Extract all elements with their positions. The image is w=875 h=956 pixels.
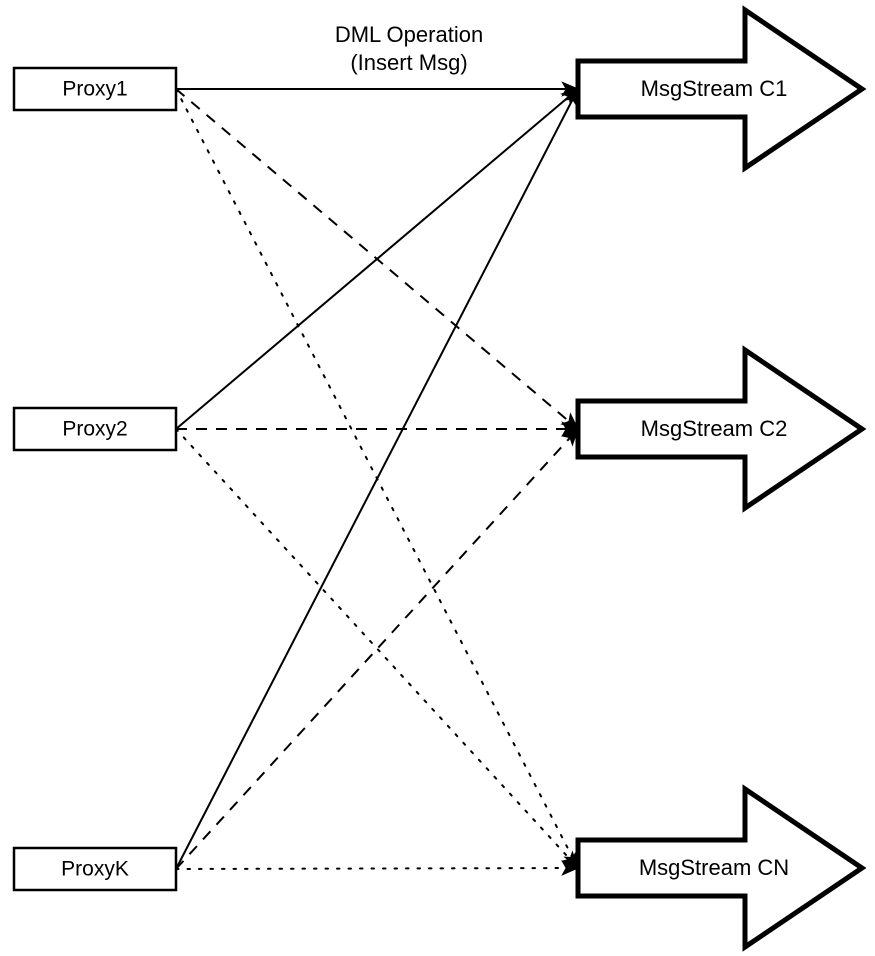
block-arrow-shape-stream_cn xyxy=(575,784,867,952)
connection-proxy2-to-c1[interactable] xyxy=(175,88,579,430)
edge-caption-line-1: DML Operation xyxy=(335,22,483,47)
proxy-node-proxy1[interactable]: Proxy1 xyxy=(12,66,178,112)
proxy-label-proxyk: ProxyK xyxy=(61,858,129,881)
proxy-node-proxy2[interactable]: Proxy2 xyxy=(12,406,178,452)
msgstream-label-stream_c2: MsgStream C2 xyxy=(641,416,788,441)
proxy-box-proxyk xyxy=(12,846,178,892)
msgstream-label-stream_c1: MsgStream C1 xyxy=(641,76,788,101)
msgstream-nodes-group: MsgStream C1 MsgStream C2 MsgStream CN xyxy=(575,5,867,952)
proxy-box-proxy1 xyxy=(12,66,178,112)
proxy-label-proxy1: Proxy1 xyxy=(62,78,127,101)
msgstream-node-stream_c1[interactable]: MsgStream C1 xyxy=(575,5,867,173)
msgstream-node-stream_c2[interactable]: MsgStream C2 xyxy=(575,345,867,513)
connection-lines-group xyxy=(175,81,580,876)
connection-proxyk-to-c1[interactable] xyxy=(175,87,579,870)
connection-proxyk-to-cn[interactable] xyxy=(175,860,580,876)
block-arrow-shape-stream_c2 xyxy=(575,345,867,513)
connection-proxy2-to-cn[interactable] xyxy=(175,428,579,869)
proxy-box-proxy2 xyxy=(12,406,178,452)
edge-caption-line-2: (Insert Msg) xyxy=(350,50,467,75)
proxy-label-proxy2: Proxy2 xyxy=(62,418,127,441)
proxy-node-proxyk[interactable]: ProxyK xyxy=(12,846,178,892)
msgstream-label-stream_cn: MsgStream CN xyxy=(639,855,789,880)
block-arrow-shape-stream_c1 xyxy=(575,5,867,173)
msgstream-node-stream_cn[interactable]: MsgStream CN xyxy=(575,784,867,952)
